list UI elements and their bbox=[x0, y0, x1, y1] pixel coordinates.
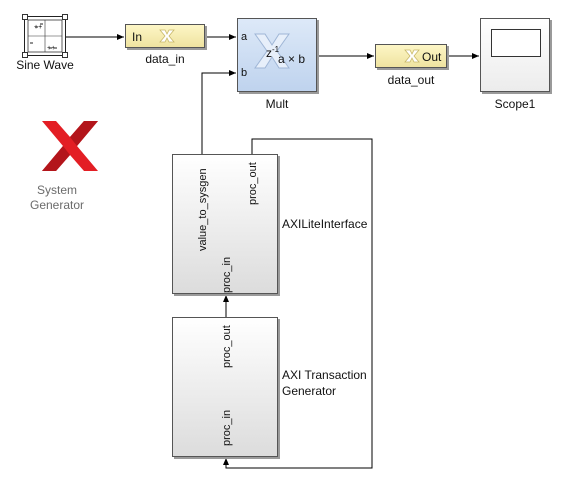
port-proc-in: proc_in bbox=[221, 256, 233, 293]
gateway-in-block[interactable]: In bbox=[125, 24, 205, 48]
label-line-1: AXI Transaction bbox=[282, 368, 367, 382]
port-proc-out: proc_out bbox=[221, 325, 233, 368]
xilinx-logo-icon bbox=[42, 121, 98, 171]
selection-handle[interactable] bbox=[22, 52, 28, 58]
port-value-to-sysgen: value_to_sysgen bbox=[197, 168, 209, 251]
scope-label: Scope1 bbox=[494, 97, 536, 111]
sine-wave-label: Sine Wave bbox=[16, 58, 74, 72]
mult-port-a: a bbox=[241, 31, 248, 43]
scope-screen-icon bbox=[491, 29, 541, 57]
gateway-out-label: data_out bbox=[387, 73, 435, 87]
gateway-in-label: data_in bbox=[145, 52, 185, 66]
label-line-2: Generator bbox=[282, 384, 337, 398]
port-proc-in: proc_in bbox=[221, 409, 233, 446]
mult-expression: a × b bbox=[278, 52, 306, 66]
selection-handle[interactable] bbox=[22, 14, 28, 20]
axi-transaction-generator-label: AXI Transaction Generator bbox=[282, 367, 367, 399]
xilinx-logo-icon bbox=[404, 49, 420, 63]
selection-handle[interactable] bbox=[62, 14, 68, 20]
sine-wave-icon: ++ ++ bbox=[27, 19, 63, 53]
mult-latency: z-1 bbox=[266, 45, 280, 60]
mult-port-b: b bbox=[241, 67, 248, 79]
gateway-out-port-label: Out bbox=[422, 50, 442, 64]
sine-wave-block[interactable]: ++ ++ bbox=[22, 14, 68, 58]
gateway-out-block[interactable]: Out bbox=[375, 44, 447, 68]
axi-transaction-generator-block[interactable]: proc_out proc_in bbox=[172, 317, 278, 457]
axilite-interface-block[interactable]: value_to_sysgen proc_out proc_in bbox=[172, 154, 278, 294]
logo-line-2: Generator bbox=[29, 198, 85, 212]
gateway-in-port-label: In bbox=[132, 30, 143, 44]
mult-block[interactable]: a b z-1 a × b bbox=[237, 18, 317, 92]
svg-text:++: ++ bbox=[47, 45, 55, 52]
svg-text:++: ++ bbox=[34, 24, 42, 31]
system-generator-logo-text[interactable]: System Generator bbox=[28, 183, 86, 213]
wire-axi-proc-out-loop bbox=[223, 138, 373, 469]
axilite-interface-label: AXILiteInterface bbox=[282, 217, 368, 231]
scope-block[interactable] bbox=[480, 18, 550, 92]
logo-line-1: System bbox=[36, 183, 77, 197]
selection-handle[interactable] bbox=[62, 52, 68, 58]
port-proc-out: proc_out bbox=[247, 162, 259, 205]
xilinx-logo-icon bbox=[159, 29, 175, 43]
mult-label: Mult bbox=[265, 97, 289, 111]
wire-axi-value-to-mult-b bbox=[201, 70, 236, 154]
xilinx-logo-icon bbox=[254, 33, 290, 69]
